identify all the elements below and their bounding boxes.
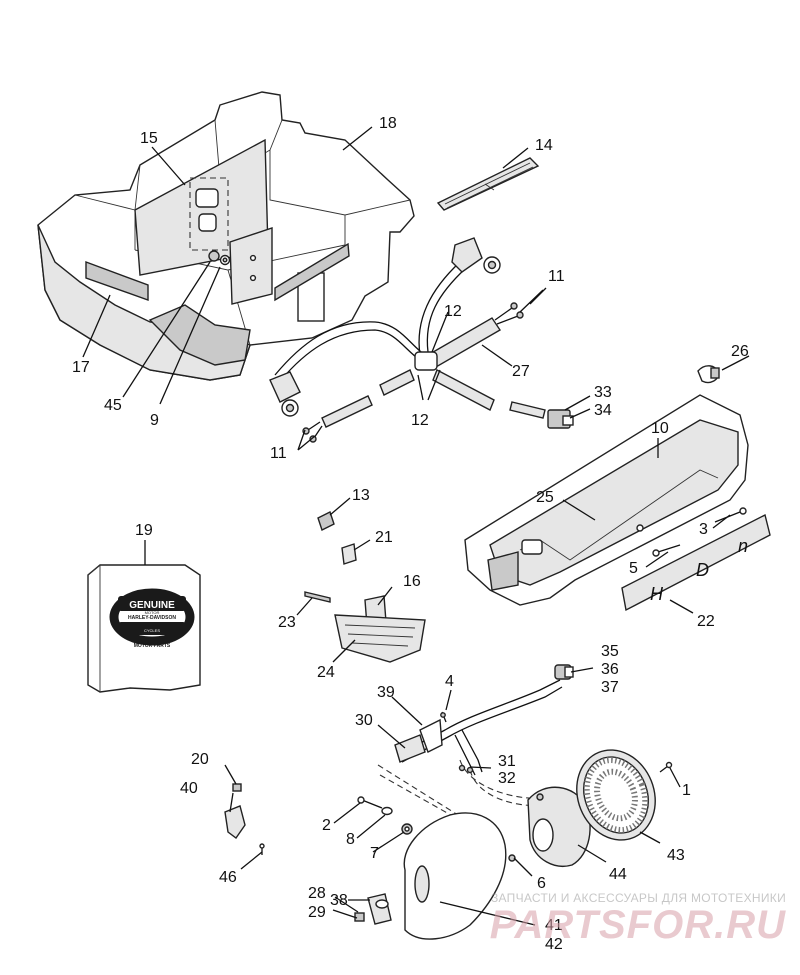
callout-12a: 12 bbox=[444, 303, 462, 320]
callout-45: 45 bbox=[104, 397, 122, 414]
license-plate-assembly: H D n bbox=[621, 507, 771, 612]
callout-8: 8 bbox=[346, 831, 355, 848]
genuine-parts-box: GENUINE MOTOR HARLEY-DAVIDSON CYCLES MOT… bbox=[87, 564, 201, 693]
watermark-caption: ЗАПЧАСТИ И АКСЕССУАРЫ ДЛЯ МОТОТЕХНИКИ bbox=[490, 891, 786, 905]
watermark-logo: PARTSFOR.RU bbox=[489, 903, 786, 947]
badge-middle-text-1: MOTOR bbox=[145, 610, 160, 615]
plate-letter-3: n bbox=[738, 536, 748, 556]
badge-top-text: GENUINE bbox=[129, 600, 175, 611]
callout-32: 32 bbox=[498, 770, 516, 787]
callout-3: 3 bbox=[699, 521, 708, 538]
side-light-assembly bbox=[224, 664, 673, 940]
callout-11a: 11 bbox=[548, 268, 565, 285]
callout-18: 18 bbox=[379, 115, 397, 132]
callout-31: 31 bbox=[498, 753, 516, 770]
callout-42: 42 bbox=[545, 936, 563, 953]
callout-26: 26 bbox=[731, 343, 749, 360]
callout-7: 7 bbox=[370, 845, 379, 862]
callout-4: 4 bbox=[445, 673, 454, 690]
plate-letter-2: D bbox=[696, 560, 709, 580]
small-parts-group bbox=[304, 511, 426, 663]
callout-15: 15 bbox=[140, 130, 158, 147]
callout-38: 38 bbox=[330, 892, 348, 909]
callout-36: 36 bbox=[601, 661, 619, 678]
callout-16: 16 bbox=[403, 573, 421, 590]
callout-12b: 12 bbox=[411, 412, 429, 429]
wiring-harness bbox=[269, 157, 574, 443]
callout-1: 1 bbox=[682, 782, 691, 799]
callout-39: 39 bbox=[377, 684, 395, 701]
callout-10: 10 bbox=[651, 420, 669, 437]
watermark: ЗАПЧАСТИ И АКСЕССУАРЫ ДЛЯ МОТОТЕХНИКИ PA… bbox=[490, 891, 786, 945]
callout-27: 27 bbox=[512, 363, 530, 380]
badge-middle-text-2: HARLEY-DAVIDSON bbox=[128, 615, 176, 621]
callout-13: 13 bbox=[352, 487, 370, 504]
callout-2: 2 bbox=[322, 817, 331, 834]
callout-29: 29 bbox=[308, 904, 326, 921]
callout-44: 44 bbox=[609, 866, 627, 883]
callout-35: 35 bbox=[601, 643, 619, 660]
callout-5: 5 bbox=[629, 560, 638, 577]
callout-17: 17 bbox=[72, 359, 90, 376]
callout-34: 34 bbox=[594, 402, 612, 419]
tour-pak-body bbox=[37, 91, 415, 381]
callout-11b: 11 bbox=[270, 445, 287, 462]
badge-middle-text-3: CYCLES bbox=[144, 628, 160, 633]
leader-lines bbox=[82, 126, 750, 926]
callout-25: 25 bbox=[536, 489, 554, 506]
plate-letter-1: H bbox=[650, 584, 664, 604]
callout-21: 21 bbox=[375, 529, 393, 546]
callout-19: 19 bbox=[135, 522, 153, 539]
callout-28: 28 bbox=[308, 885, 326, 902]
callout-9: 9 bbox=[150, 412, 159, 429]
callout-23: 23 bbox=[278, 614, 296, 631]
genuine-parts-badge: GENUINE MOTOR HARLEY-DAVIDSON CYCLES MOT… bbox=[109, 588, 195, 649]
callout-6: 6 bbox=[537, 875, 546, 892]
callout-24: 24 bbox=[317, 664, 335, 681]
callout-43: 43 bbox=[667, 847, 685, 864]
callout-14: 14 bbox=[535, 137, 553, 154]
callout-labels: 1 2 3 4 5 6 7 8 9 10 11 11 12 12 13 14 1… bbox=[72, 115, 749, 953]
callout-46: 46 bbox=[219, 869, 237, 886]
tail-lamp-housing bbox=[464, 394, 749, 606]
badge-bottom-text: MOTOR PARTS bbox=[134, 643, 171, 649]
callout-30: 30 bbox=[355, 712, 373, 729]
callout-37: 37 bbox=[601, 679, 619, 696]
callout-41: 41 bbox=[545, 917, 563, 934]
callout-20: 20 bbox=[191, 751, 209, 768]
callout-40: 40 bbox=[180, 780, 198, 797]
callout-33: 33 bbox=[594, 384, 612, 401]
callout-22: 22 bbox=[697, 613, 715, 630]
